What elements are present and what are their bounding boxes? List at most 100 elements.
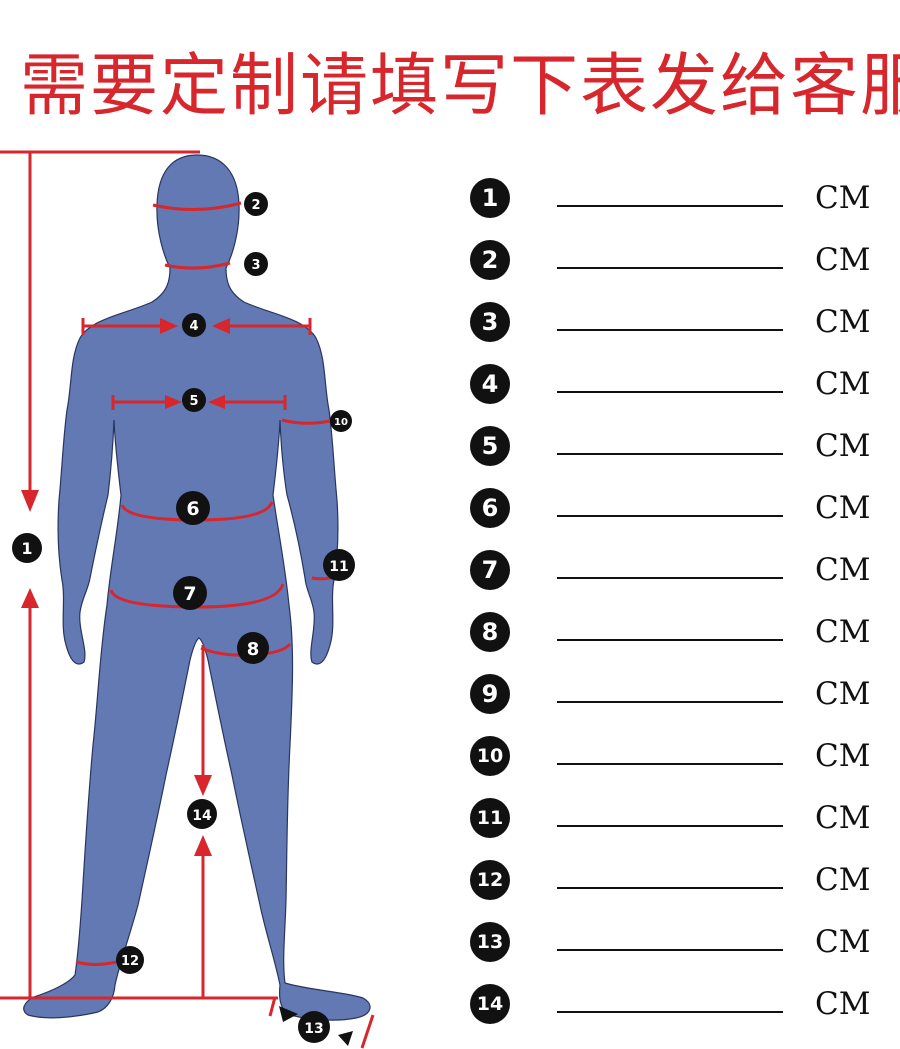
unit-label: CM xyxy=(815,180,871,216)
measurement-row: 1 CM xyxy=(470,172,890,228)
row-number-badge: 12 xyxy=(470,860,510,900)
unit-label: CM xyxy=(815,490,871,526)
measurement-blank-line[interactable] xyxy=(557,1011,783,1013)
marker-11: 11 xyxy=(323,549,355,581)
measurement-blank-line[interactable] xyxy=(557,391,783,393)
row-number-badge: 14 xyxy=(470,984,510,1024)
measurement-lines xyxy=(0,150,375,1049)
unit-label: CM xyxy=(815,862,871,898)
marker-6-label: 6 xyxy=(186,498,199,520)
unit-label: CM xyxy=(815,924,871,960)
measurement-blank-line[interactable] xyxy=(557,639,783,641)
measurement-blank-line[interactable] xyxy=(557,515,783,517)
measurement-row: 5 CM xyxy=(470,420,890,476)
measurement-row: 10 CM xyxy=(470,730,890,786)
measurement-blank-line[interactable] xyxy=(557,949,783,951)
measurement-arrows xyxy=(21,318,230,856)
marker-13-label: 13 xyxy=(304,1021,323,1037)
marker-1-circle xyxy=(12,533,42,563)
marker-7: 7 xyxy=(173,576,207,610)
measurement-blank-line[interactable] xyxy=(557,701,783,703)
foot-arrows xyxy=(279,1006,353,1046)
measurement-row: 7 CM xyxy=(470,544,890,600)
marker-5: 5 xyxy=(182,388,206,412)
marker-10: 10 xyxy=(330,410,352,432)
measurement-blank-line[interactable] xyxy=(557,577,783,579)
marker-1: 1 xyxy=(12,533,42,563)
marker-2-label: 2 xyxy=(251,198,260,213)
marker-12: 12 xyxy=(116,946,144,974)
row-number-badge: 7 xyxy=(470,550,510,590)
marker-3-label: 3 xyxy=(251,258,260,273)
marker-4-circle xyxy=(182,313,206,337)
row-number-badge: 10 xyxy=(470,736,510,776)
unit-label: CM xyxy=(815,304,871,340)
row-number-badge: 3 xyxy=(470,302,510,342)
body-measurement-diagram: 1 2 3 4 5 6 7 8 10 11 12 13 xyxy=(0,150,375,1049)
unit-label: CM xyxy=(815,242,871,278)
unit-label: CM xyxy=(815,428,871,464)
marker-10-label: 10 xyxy=(334,417,348,428)
marker-4-label: 4 xyxy=(189,319,198,334)
row-number-badge: 1 xyxy=(470,178,510,218)
unit-label: CM xyxy=(815,676,871,712)
unit-label: CM xyxy=(815,738,871,774)
marker-2-circle xyxy=(244,192,268,216)
unit-label: CM xyxy=(815,552,871,588)
measurement-row: 6 CM xyxy=(470,482,890,538)
measurement-row: 8 CM xyxy=(470,606,890,662)
marker-4: 4 xyxy=(182,313,206,337)
measurement-row: 2 CM xyxy=(470,234,890,290)
marker-13-circle xyxy=(298,1011,330,1043)
measurement-blank-line[interactable] xyxy=(557,267,783,269)
measurement-blank-line[interactable] xyxy=(557,887,783,889)
marker-7-circle xyxy=(173,576,207,610)
row-number-badge: 5 xyxy=(470,426,510,466)
marker-12-circle xyxy=(116,946,144,974)
marker-3: 3 xyxy=(244,252,268,276)
measurement-row: 13 CM xyxy=(470,916,890,972)
row-number-badge: 11 xyxy=(470,798,510,838)
measurement-row: 11 CM xyxy=(470,792,890,848)
marker-6: 6 xyxy=(176,491,210,525)
row-number-badge: 8 xyxy=(470,612,510,652)
unit-label: CM xyxy=(815,800,871,836)
measurement-row: 3 CM xyxy=(470,296,890,352)
row-number-badge: 13 xyxy=(470,922,510,962)
marker-1-label: 1 xyxy=(21,539,32,558)
measurement-blank-line[interactable] xyxy=(557,825,783,827)
marker-8-label: 8 xyxy=(247,639,260,660)
measurement-blank-line[interactable] xyxy=(557,763,783,765)
marker-8-circle xyxy=(237,632,269,664)
unit-label: CM xyxy=(815,986,871,1022)
marker-5-label: 5 xyxy=(189,394,198,409)
measurement-row: 14 CM xyxy=(470,978,890,1034)
page-title: 需要定制请填写下表发给客服 xyxy=(20,47,900,126)
marker-7-label: 7 xyxy=(183,583,196,605)
marker-12-label: 12 xyxy=(121,954,139,969)
marker-13: 13 xyxy=(298,1011,330,1043)
measurement-blank-line[interactable] xyxy=(557,453,783,455)
marker-8: 8 xyxy=(237,632,269,664)
marker-10-circle xyxy=(330,410,352,432)
measurement-blank-line[interactable] xyxy=(557,329,783,331)
marker-2: 2 xyxy=(244,192,268,216)
marker-5-circle xyxy=(182,388,206,412)
row-number-badge: 9 xyxy=(470,674,510,714)
row-number-badge: 6 xyxy=(470,488,510,528)
measurement-row: 9 CM xyxy=(470,668,890,724)
measurement-blank-line[interactable] xyxy=(557,205,783,207)
marker-11-label: 11 xyxy=(329,559,348,575)
measurement-row: 12 CM xyxy=(470,854,890,910)
marker-14-label: 14 xyxy=(192,808,212,824)
measurement-row: 4 CM xyxy=(470,358,890,414)
unit-label: CM xyxy=(815,366,871,402)
row-number-badge: 4 xyxy=(470,364,510,404)
marker-11-circle xyxy=(323,549,355,581)
marker-6-circle xyxy=(176,491,210,525)
unit-label: CM xyxy=(815,614,871,650)
marker-14: 14 xyxy=(187,799,217,829)
marker-3-circle xyxy=(244,252,268,276)
marker-14-circle xyxy=(187,799,217,829)
row-number-badge: 2 xyxy=(470,240,510,280)
